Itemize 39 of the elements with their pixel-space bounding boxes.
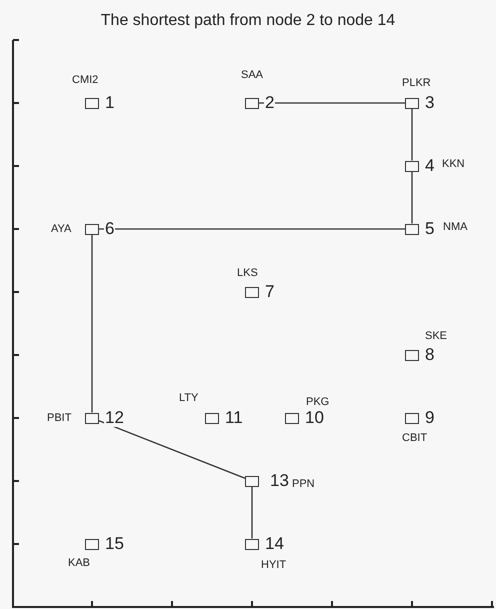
node-name: NMA (443, 221, 468, 233)
node-name: PLKR (402, 77, 431, 89)
node-name: KKN (442, 158, 465, 170)
path-line (251, 486, 253, 538)
node-square (245, 476, 259, 486)
node-square (405, 350, 419, 360)
node-square (85, 224, 99, 234)
node-number: 12 (104, 409, 125, 427)
node-square (205, 412, 219, 424)
node-name: CBIT (402, 432, 428, 444)
path-line (99, 228, 405, 230)
node-name: LTY (179, 392, 198, 404)
node-square (85, 98, 99, 108)
node-name: SAA (241, 69, 264, 81)
node-square (245, 538, 259, 550)
node-name: CMI2 (72, 74, 98, 86)
node-square (285, 412, 299, 424)
path-line (98, 420, 246, 479)
path-line (91, 234, 93, 412)
node-square (405, 224, 419, 234)
node-square (405, 412, 419, 424)
node-name: KAB (68, 557, 90, 569)
node-square (405, 98, 419, 108)
path-line (259, 102, 405, 104)
node-name: PKG (306, 396, 330, 408)
node-square (85, 538, 99, 550)
path-line (411, 172, 413, 224)
node-square (245, 98, 259, 108)
chart-title: The shortest path from node 2 to node 14 (100, 12, 396, 30)
node-square (245, 286, 259, 298)
node-name: PBIT (47, 412, 72, 424)
node-square (405, 160, 419, 172)
node-name: SKE (425, 330, 448, 342)
node-square (85, 412, 99, 424)
node-name: LKS (237, 267, 258, 279)
node-name: HYIT (261, 559, 286, 571)
path-line (411, 108, 413, 160)
node-name: PPN (292, 478, 315, 490)
node-name: AYA (51, 223, 72, 235)
